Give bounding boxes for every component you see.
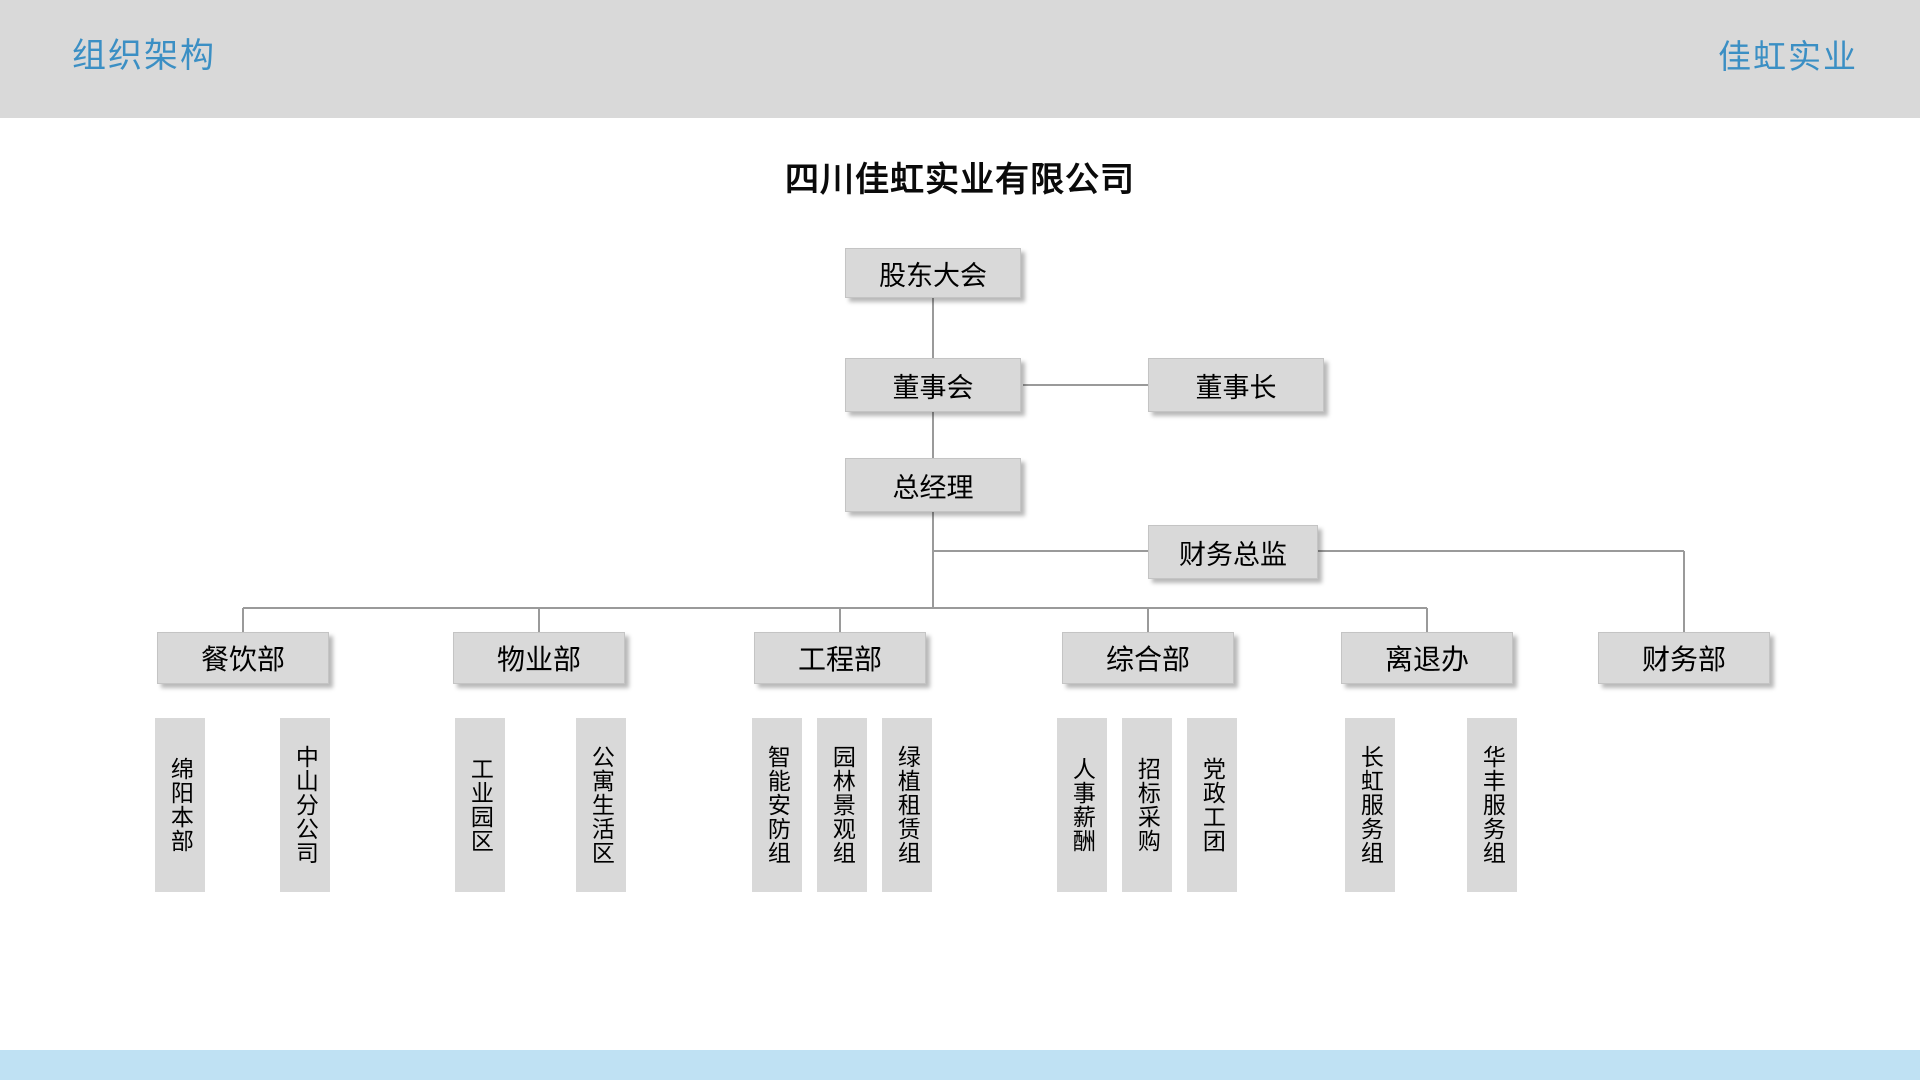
node-department-engineering[interactable]: 工程部: [754, 632, 926, 684]
subnode-label: 绿植租赁组: [894, 745, 921, 865]
subnode-catering-zhongshan-branch[interactable]: 中山分公司: [280, 718, 330, 892]
node-label: 综合部: [1105, 644, 1190, 675]
node-board-of-directors[interactable]: 董事会: [845, 358, 1021, 412]
subnode-general-hr-payroll[interactable]: 人事薪酬: [1057, 718, 1107, 892]
subnode-general-party-affairs[interactable]: 党政工团: [1187, 718, 1237, 892]
subnode-label: 人事薪酬: [1069, 757, 1096, 853]
node-shareholders-meeting[interactable]: 股东大会: [845, 248, 1021, 298]
node-department-retiree-office[interactable]: 离退办: [1341, 632, 1513, 684]
node-label: 物业部: [496, 644, 581, 675]
subnode-engineering-plant-rental-group[interactable]: 绿植租赁组: [882, 718, 932, 892]
subnode-property-apartment-living-area[interactable]: 公寓生活区: [576, 718, 626, 892]
node-label: 董事会: [892, 372, 974, 403]
subnode-catering-mianyang-hq[interactable]: 绵阳本部: [155, 718, 205, 892]
subnode-retiree-changhong-service-group[interactable]: 长虹服务组: [1345, 718, 1395, 892]
node-department-general-affairs[interactable]: 综合部: [1062, 632, 1234, 684]
node-label: 股东大会: [879, 260, 987, 291]
node-label: 工程部: [797, 644, 882, 675]
subnode-label: 工业园区: [467, 757, 494, 853]
subnode-general-bidding-procurement[interactable]: 招标采购: [1122, 718, 1172, 892]
node-label: 董事长: [1195, 372, 1277, 403]
subnode-label: 智能安防组: [764, 745, 791, 865]
node-label: 总经理: [892, 472, 974, 503]
subnode-label: 园林景观组: [829, 745, 856, 865]
subnode-label: 党政工团: [1199, 757, 1226, 853]
subnode-retiree-huafeng-service-group[interactable]: 华丰服务组: [1467, 718, 1517, 892]
subnode-label: 绵阳本部: [167, 757, 194, 853]
node-label: 离退办: [1384, 644, 1469, 675]
subnode-label: 公寓生活区: [588, 745, 615, 865]
org-chart-title: 四川佳虹实业有限公司: [785, 161, 1135, 199]
subnode-label: 中山分公司: [292, 745, 319, 865]
node-department-finance[interactable]: 财务部: [1598, 632, 1770, 684]
node-chairman[interactable]: 董事长: [1148, 358, 1324, 412]
company-brand-label: 佳虹实业: [1718, 38, 1858, 75]
footer-accent-bar: [0, 1050, 1920, 1080]
node-label: 财务总监: [1179, 539, 1287, 570]
node-department-property[interactable]: 物业部: [453, 632, 625, 684]
subnode-engineering-smart-security-group[interactable]: 智能安防组: [752, 718, 802, 892]
node-label: 财务部: [1641, 644, 1726, 675]
node-label: 餐饮部: [200, 644, 285, 675]
node-department-catering[interactable]: 餐饮部: [157, 632, 329, 684]
page-header: 组织架构 佳虹实业: [0, 0, 1920, 118]
subnode-property-industrial-park[interactable]: 工业园区: [455, 718, 505, 892]
node-general-manager[interactable]: 总经理: [845, 458, 1021, 512]
node-finance-director[interactable]: 财务总监: [1148, 525, 1318, 579]
subnode-engineering-landscape-group[interactable]: 园林景观组: [817, 718, 867, 892]
subnode-label: 长虹服务组: [1357, 745, 1384, 865]
subnode-label: 招标采购: [1134, 757, 1161, 853]
page-title: 组织架构: [72, 37, 216, 75]
subnode-label: 华丰服务组: [1479, 745, 1506, 865]
